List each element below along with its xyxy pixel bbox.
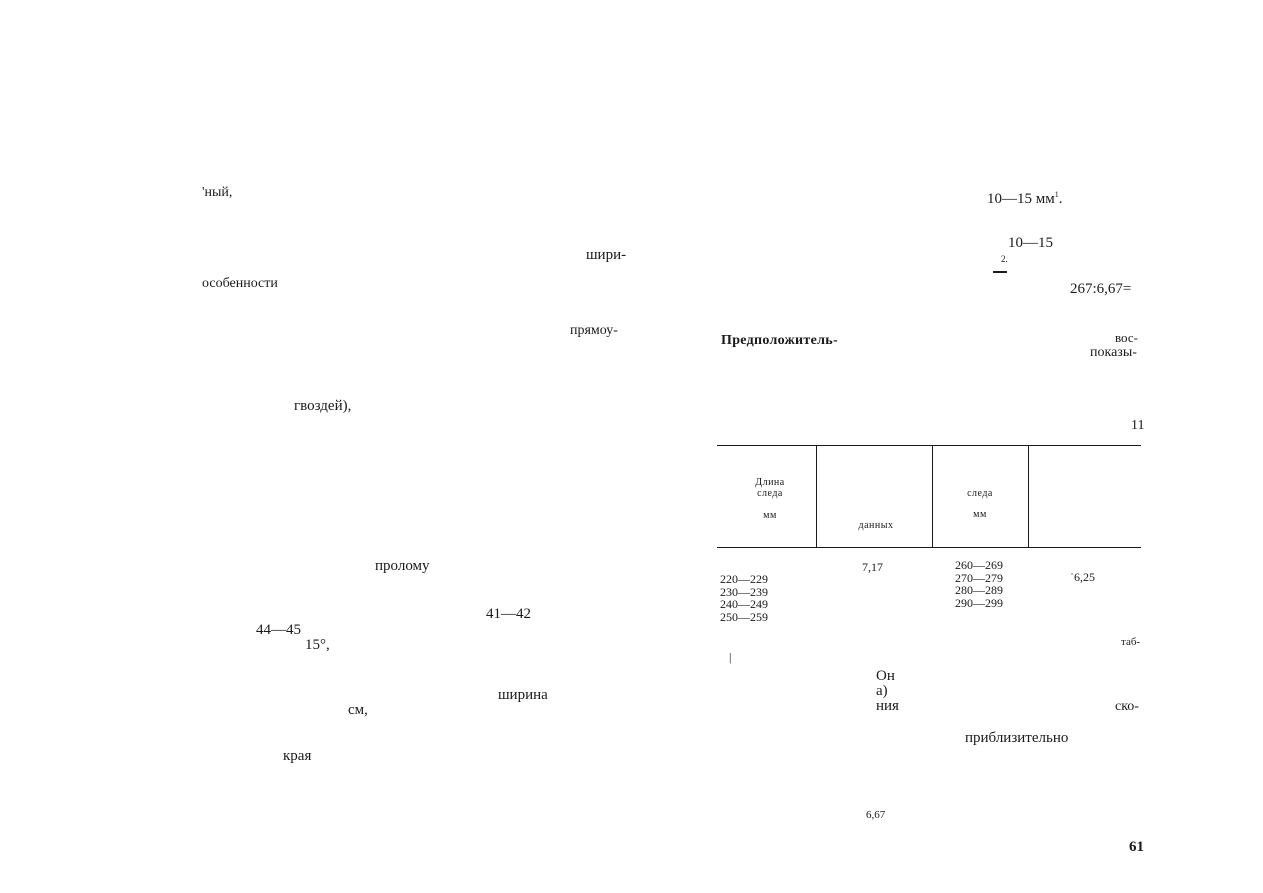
table-column: 220—229 230—239 240—249 250—259	[720, 573, 768, 623]
text-fragment: см,	[348, 702, 368, 718]
page-number: 61	[1129, 839, 1144, 855]
footnote-marker: 1	[1054, 190, 1059, 199]
text-fragment: 15°,	[305, 637, 330, 653]
text-fragment: 44—45	[256, 622, 301, 638]
table-cell: 230—239	[720, 584, 768, 599]
header-line: следа	[757, 488, 783, 499]
table-top-border	[717, 445, 1141, 446]
header-line: мм	[763, 510, 777, 521]
text-fragment: вос-	[1115, 330, 1138, 345]
table-header-cell: Длина следа мм	[730, 477, 810, 521]
header-line: мм	[973, 509, 987, 520]
text-fragment: 267:6,67=	[1070, 281, 1132, 297]
text-fragment: Он	[876, 668, 895, 684]
text-fragment: 'ный,	[202, 185, 233, 200]
text-fragment: показы-	[1090, 345, 1137, 360]
text-fragment: Предположитель-	[721, 333, 838, 348]
text-fragment: гвоздей),	[294, 398, 352, 414]
table-cell: 260—269	[955, 558, 1003, 572]
table-cell: ˙6,25	[1070, 570, 1095, 584]
table-header-cell: следа мм	[940, 488, 1020, 520]
table-header-cell: данных	[858, 520, 894, 531]
header-line: Длина	[755, 477, 785, 488]
text-fragment: ния	[876, 698, 899, 714]
header-line: следа	[967, 488, 993, 499]
text-fragment: |	[729, 650, 732, 664]
table-cell: 220—229	[720, 572, 768, 586]
text-fragment: а)	[876, 683, 888, 699]
text-fragment: 10—15	[1008, 235, 1053, 251]
table-column: 260—269 270—279 280—289 290—299	[955, 559, 1003, 609]
table-cell: 280—289	[955, 583, 1003, 597]
table-column-divider	[816, 445, 817, 547]
text-fragment-main: 10—15 мм	[987, 191, 1055, 207]
text-fragment: ширина	[498, 687, 548, 703]
table-column-divider	[1028, 445, 1029, 547]
text-fragment: ско-	[1115, 699, 1139, 714]
table-header-border	[717, 547, 1141, 548]
table-cell: 7,17	[862, 560, 883, 574]
dash-mark	[993, 271, 1007, 273]
text-fragment: приблизительно	[965, 730, 1069, 746]
text-fragment: таб-	[1121, 636, 1141, 648]
text-fragment: пролому	[375, 558, 430, 574]
table-cell: 250—259	[720, 609, 768, 624]
table-column-divider	[932, 445, 933, 547]
footnote-marker: 2.	[1001, 254, 1008, 264]
text-fragment-end: .	[1058, 191, 1063, 207]
text-fragment: 6,67	[866, 809, 886, 821]
text-fragment: шири-	[586, 247, 627, 263]
table-cell: 270—279	[955, 570, 1003, 585]
table-cell: 290—299	[955, 595, 1003, 610]
text-fragment: 41—42	[486, 606, 531, 622]
text-fragment: 10—15 мм1.	[987, 191, 1062, 207]
text-fragment: прямоу-	[570, 323, 618, 338]
table-caption: 11	[1131, 418, 1145, 433]
text-fragment: края	[283, 748, 312, 764]
text-fragment: особенности	[202, 276, 278, 291]
table-cell: 240—249	[720, 597, 768, 611]
